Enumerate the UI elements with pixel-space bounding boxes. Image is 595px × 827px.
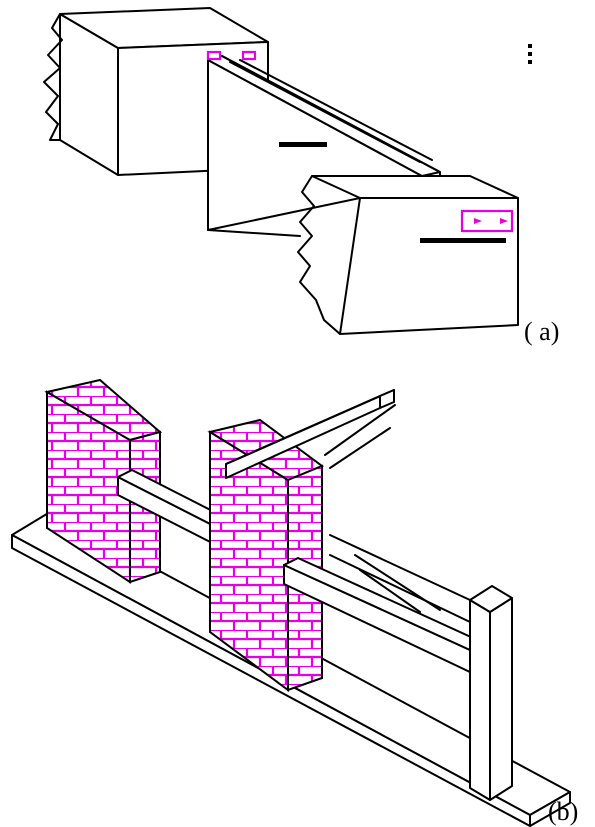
dot-mark-1 [528,44,532,48]
illegible-label-marks [279,44,532,243]
caption-a: ( a) [524,317,559,346]
rail-2-upper [329,534,471,601]
anchor-plate [460,209,514,233]
caption-b: (b) [548,797,578,826]
top-cantilever-beam [225,389,395,479]
column-side [489,597,513,801]
anchor-arrow-right-icon [500,218,508,224]
marker-tab-1 [206,50,222,61]
panel-b: (b) [11,378,578,827]
beam-bottom-edge [207,229,301,237]
beam-groove-1 [229,61,421,163]
left-block-break-line [43,13,63,141]
illegible-labels-b [324,404,441,613]
beam-label-mark [279,142,327,147]
label-mark-beam-1 [354,554,441,611]
label-mark-cantilever-2 [329,427,391,469]
label-mark-cantilever-1 [324,404,396,456]
marker-tab-2 [241,50,257,61]
column-front [469,599,491,801]
slab-end [529,791,571,827]
right-block-break-line [297,175,341,335]
label-mark-beam-2 [359,569,421,613]
anchor-plate-rect [460,209,514,233]
dot-mark-2 [528,52,532,56]
dot-mark-3 [528,60,532,64]
anchor-label-mark [420,238,506,243]
column-top [469,585,513,613]
anchor-arrow-left-icon [474,218,482,224]
support-column [469,585,513,801]
panel-a: ( a) [43,7,559,346]
cantilever-end [379,389,395,409]
beam-groove-2 [239,59,433,161]
rail-2-lower [329,554,471,623]
